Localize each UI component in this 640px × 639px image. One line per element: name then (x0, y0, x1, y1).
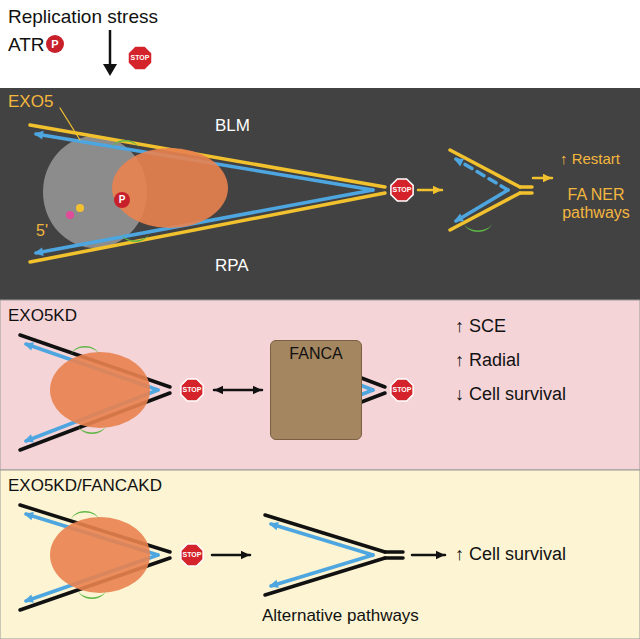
dna-strand (450, 150, 520, 187)
arrow-head (24, 434, 34, 442)
stop-sign (181, 379, 203, 401)
arrow-head (214, 386, 223, 395)
ion (76, 204, 84, 212)
phospho-circle (46, 35, 64, 53)
dna-strand (456, 159, 508, 190)
outcome-label: ↑ SCE (455, 316, 506, 337)
panel-background (0, 470, 640, 639)
dna-strand (271, 555, 373, 586)
arrow-head (269, 522, 279, 530)
arrow-head (34, 131, 44, 140)
arrow-head (103, 64, 117, 76)
panel-background (0, 88, 640, 300)
pathway-label: Alternative pathways (262, 606, 419, 626)
protein-label: RPA (215, 256, 249, 276)
protein-label: BLM (215, 116, 250, 136)
dna-strand (385, 556, 403, 560)
box-label: FANCA (289, 345, 342, 363)
blm-protein (50, 352, 150, 428)
rpa-protein (121, 232, 149, 242)
rpa-protein (71, 511, 99, 521)
panel-band: EXO5KD/FANCAKD (0, 470, 640, 639)
arrow-head (34, 247, 44, 256)
outcome-label: ↑ Radial (455, 350, 520, 371)
arrow-head (24, 594, 34, 602)
stop-label: STOP (183, 386, 202, 394)
arrow-head (253, 386, 262, 395)
dna-strand (60, 108, 80, 140)
dna-strand (450, 193, 520, 230)
stop-label: STOP (393, 186, 412, 194)
panel-heading: EXO5KD (8, 306, 77, 326)
stop-label: STOP (131, 54, 150, 62)
dna-strand (520, 191, 532, 195)
rpa-protein (111, 140, 139, 150)
panel-background (0, 300, 640, 470)
arrow-head (433, 186, 442, 195)
dna-strand (520, 185, 532, 189)
dna-strand (265, 515, 385, 552)
rpa-protein (78, 589, 106, 599)
arrow-head (269, 580, 279, 588)
arrow (109, 30, 112, 66)
arrow-head (454, 214, 464, 222)
stop-sign (391, 179, 413, 201)
rpa-protein (464, 222, 492, 232)
arrow-head (543, 174, 552, 183)
dna-strand (385, 550, 403, 554)
rpa-protein (78, 424, 106, 434)
arrow-head (241, 551, 250, 560)
arrow-head (24, 512, 34, 520)
phospho-label: P (51, 38, 58, 51)
outcome-label: ↓ Cell survival (455, 384, 566, 405)
pathway-label: FA NER pathways (555, 186, 637, 223)
phospho-label: P (119, 194, 126, 206)
protein-label: EXO5 (8, 92, 53, 112)
outcome-label: ↑ Cell survival (455, 544, 566, 565)
arrow-head (24, 342, 34, 350)
dna-strand (265, 558, 385, 595)
rpa-protein (71, 346, 99, 356)
stop-label: STOP (393, 386, 412, 394)
arrow-head (454, 159, 464, 167)
dna-strand (271, 524, 373, 555)
phospho-circle (114, 192, 130, 208)
outcome-label: ↑ Restart (560, 150, 620, 167)
panel-band: EXO5KD FANCA (0, 300, 640, 470)
arrow-head (436, 551, 445, 560)
title-label: Replication stress (8, 6, 158, 28)
fanca-box: FANCA (270, 340, 362, 440)
stop-sign (391, 379, 413, 401)
ion (66, 211, 74, 219)
protein-label: ATR (8, 34, 45, 56)
strand-end-label: 5' (36, 222, 48, 240)
stop-sign (181, 544, 203, 566)
dna-strand (456, 190, 508, 221)
blm-protein (50, 517, 150, 593)
blm-protein (112, 148, 228, 228)
panel-heading: EXO5KD/FANCAKD (8, 476, 162, 496)
stop-label: STOP (183, 551, 202, 559)
stop-sign (128, 46, 152, 70)
